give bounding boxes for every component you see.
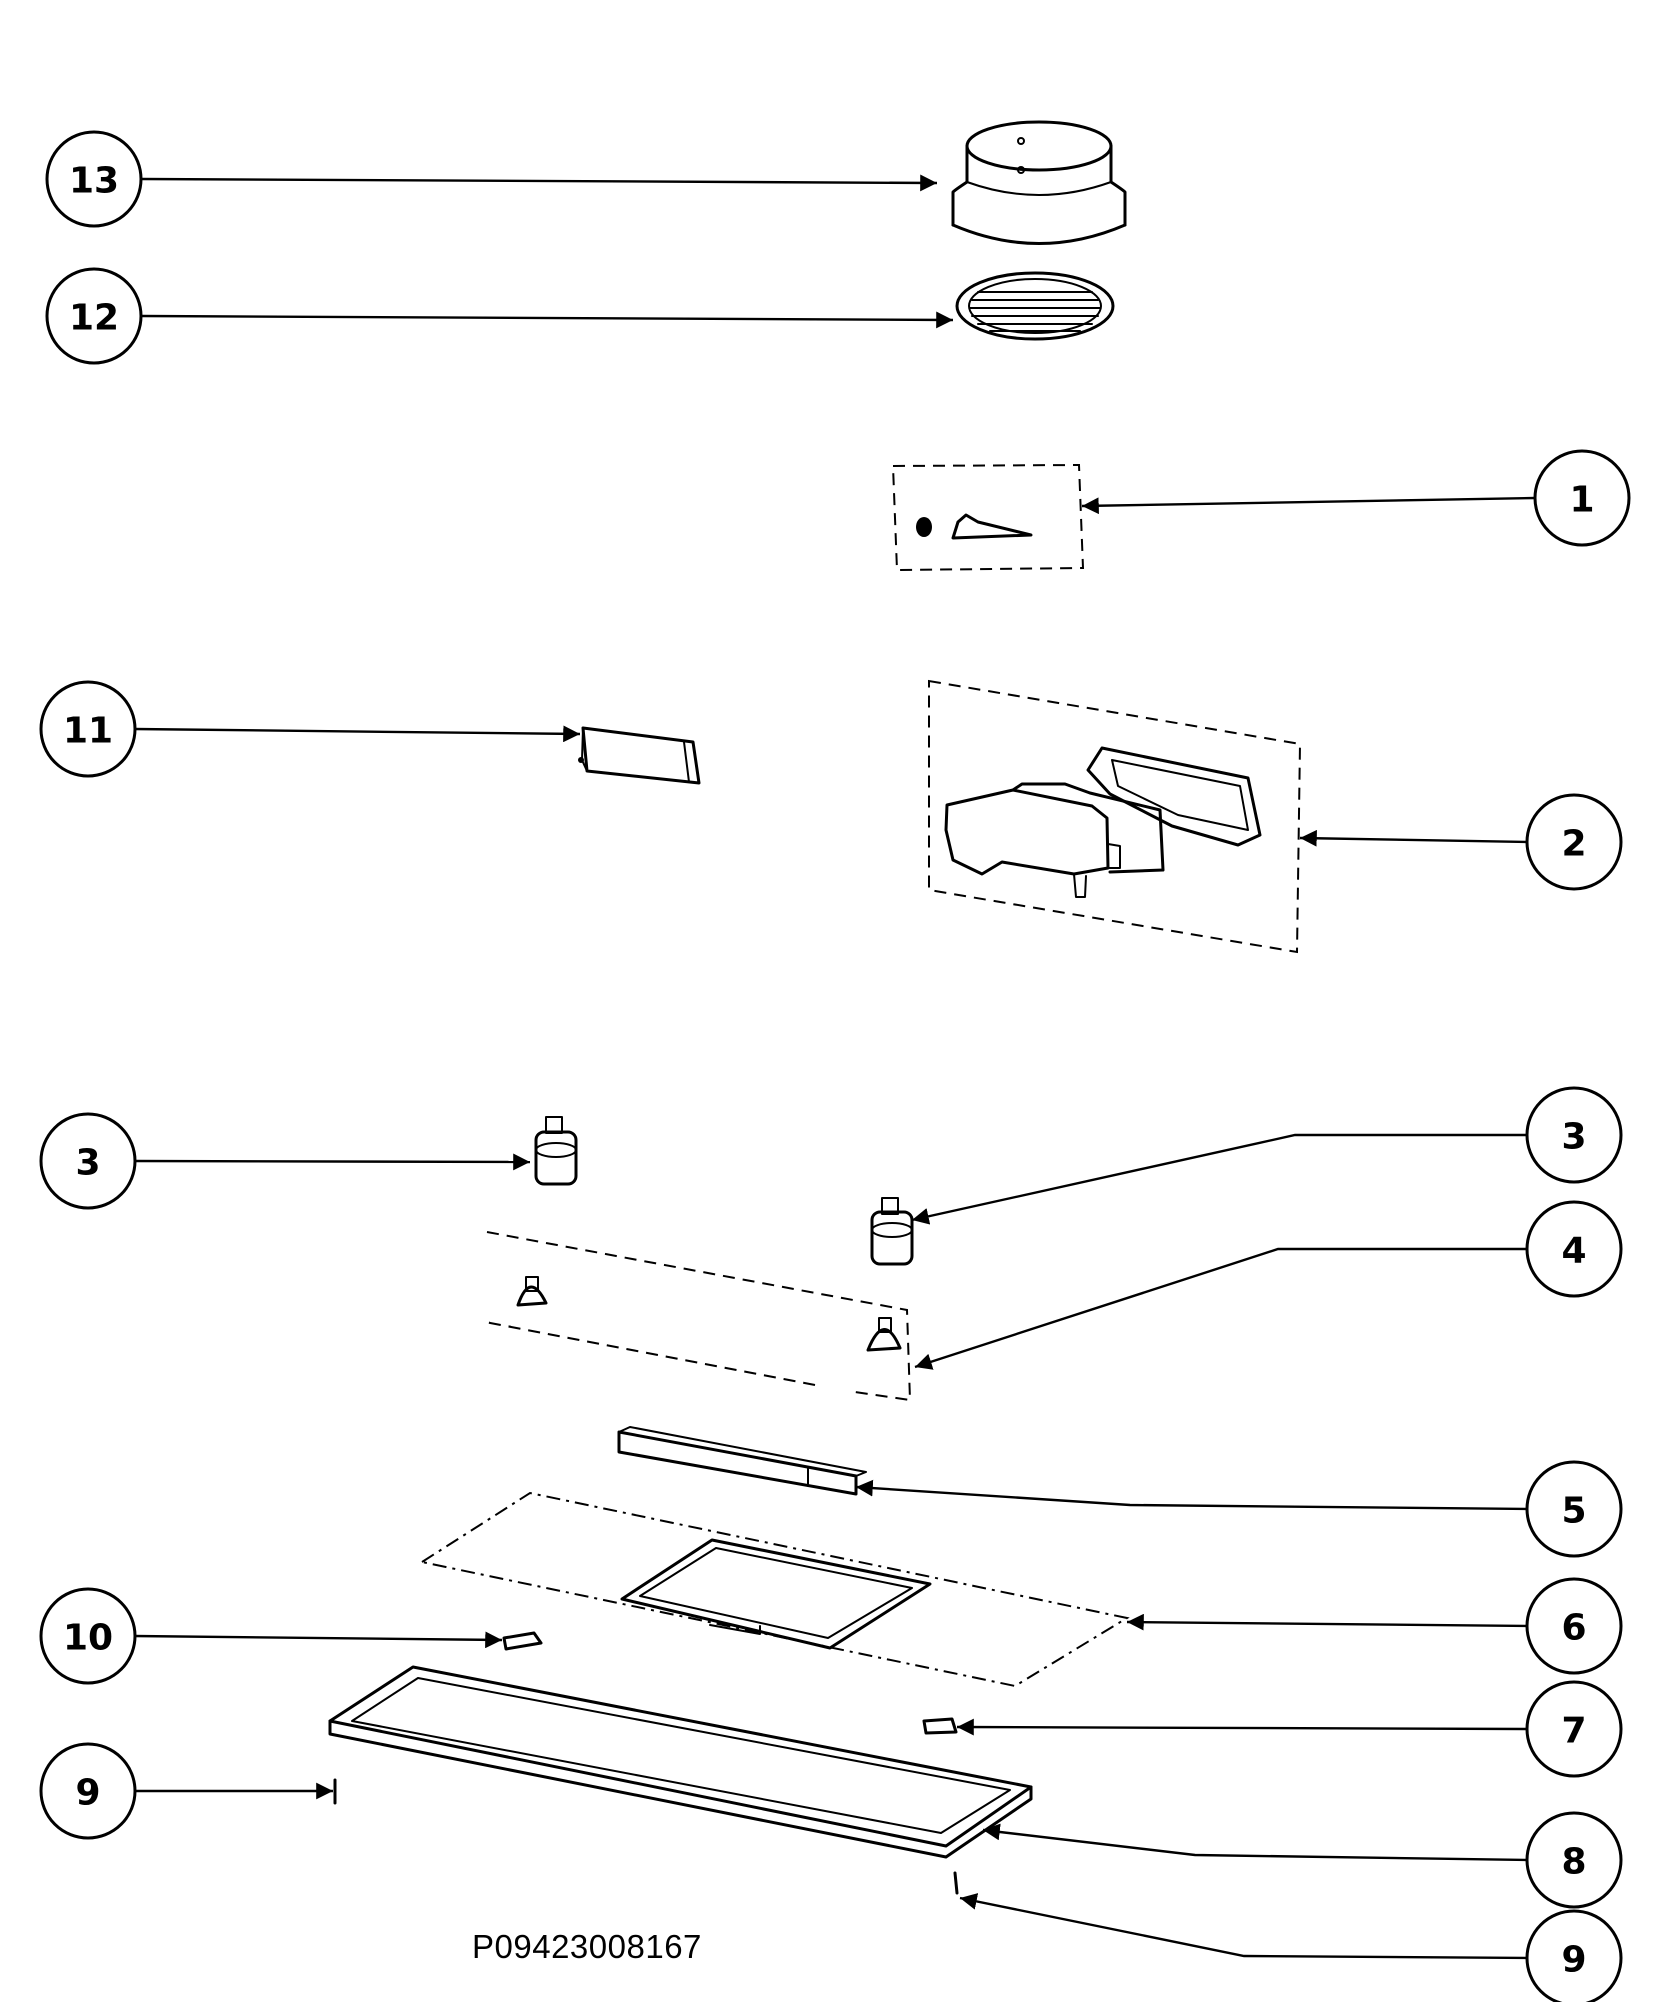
leader-line [911, 1133, 1527, 1225]
callout-number: 8 [1561, 1842, 1586, 1883]
leader-line [141, 311, 954, 329]
callout-number: 6 [1561, 1608, 1586, 1649]
leader-line [914, 1247, 1527, 1370]
leader-line [1081, 496, 1536, 515]
callout-2: 2 [1525, 793, 1623, 891]
duct-collar-part [951, 120, 1127, 245]
callout-number: 3 [75, 1143, 100, 1184]
control-board-assembly-part [928, 679, 1302, 954]
callout-number: 4 [1561, 1231, 1586, 1272]
callout-9-left: 9 [39, 1742, 137, 1840]
callout-6: 6 [1525, 1577, 1623, 1675]
leader-line [133, 1153, 531, 1171]
control-trim-part [617, 1426, 867, 1496]
callout-number: 3 [1561, 1117, 1586, 1158]
leader-line [133, 725, 581, 743]
callout-3-left: 3 [39, 1112, 137, 1210]
leader-line [959, 1893, 1528, 1960]
backdraft-damper-part [955, 271, 1115, 341]
hardware-kit-part [891, 463, 1085, 572]
callout-number: 7 [1561, 1711, 1586, 1752]
leader-line [956, 1718, 1528, 1736]
drawing-number: P09423008167 [472, 1928, 702, 1965]
callout-3-right: 3 [1525, 1086, 1623, 1184]
callout-4: 4 [1525, 1200, 1623, 1298]
callout-11: 11 [39, 680, 137, 778]
leader-line [133, 1631, 503, 1649]
callout-5: 5 [1525, 1460, 1623, 1558]
callout-12: 12 [45, 267, 143, 365]
callout-number: 11 [63, 711, 113, 752]
filter-latch-part [502, 1631, 543, 1651]
filter-latch-part [922, 1717, 958, 1735]
leader-line [1299, 829, 1528, 847]
callout-9-right: 9 [1525, 1909, 1623, 2002]
screw-part [953, 1871, 959, 1895]
transformer-part [578, 726, 701, 785]
light-lens-frame-part [328, 1665, 1033, 1859]
callout-number: 9 [75, 1773, 100, 1814]
light-socket-part [870, 1197, 914, 1266]
callout-7: 7 [1525, 1680, 1623, 1778]
callout-number: 2 [1561, 824, 1586, 865]
callout-10: 10 [39, 1587, 137, 1685]
callout-number: 13 [69, 161, 119, 202]
callout-number: 10 [63, 1618, 113, 1659]
light-socket-part [534, 1116, 578, 1186]
callout-1: 1 [1533, 449, 1631, 547]
callout-number: 9 [1561, 1940, 1586, 1981]
halogen-lamp-kit-part [484, 1231, 912, 1402]
callout-number: 1 [1569, 480, 1594, 521]
callout-number: 12 [69, 298, 119, 339]
leader-line [982, 1823, 1528, 1862]
leader-line [141, 174, 938, 192]
filter-frame-panel-part [419, 1491, 1130, 1688]
callout-number: 5 [1561, 1491, 1586, 1532]
callout-8: 8 [1525, 1811, 1623, 1909]
leader-line [1126, 1613, 1528, 1631]
callout-13: 13 [45, 130, 143, 228]
leader-line [855, 1479, 1528, 1511]
